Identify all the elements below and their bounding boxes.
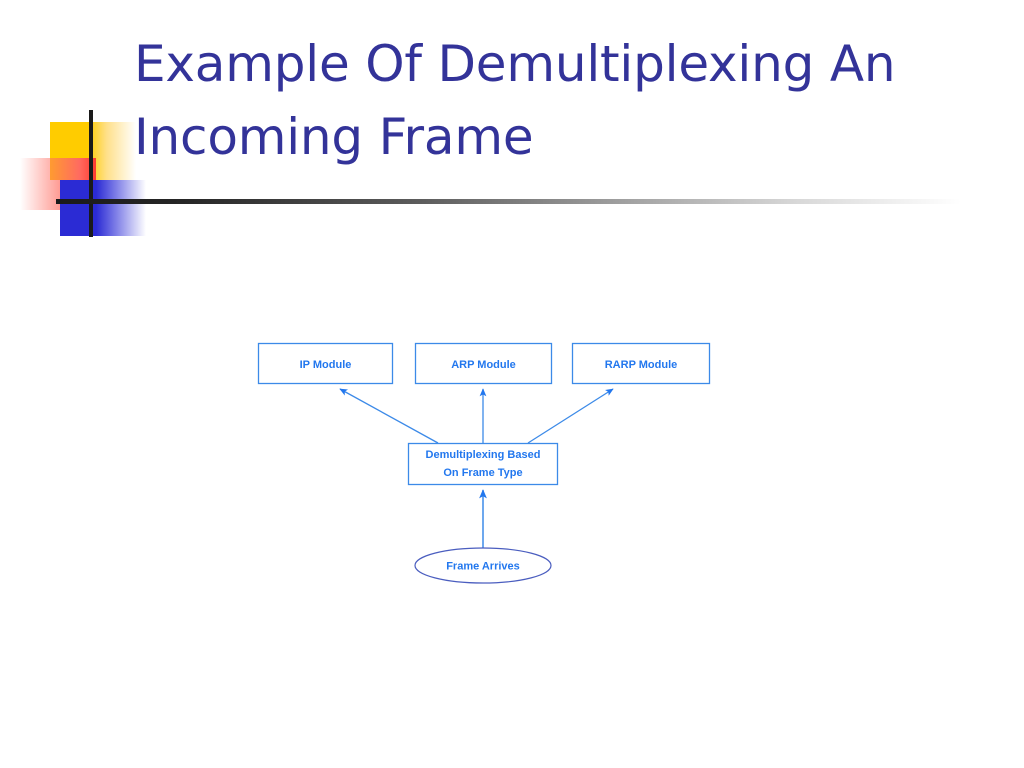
node-ip-module-label: IP Module [300,359,352,371]
node-rarp-module-label: RARP Module [605,359,678,371]
title-block: Example Of Demultiplexing An Incoming Fr… [134,28,994,174]
node-demultiplexing-label-line1: Demultiplexing Based [426,449,541,461]
node-rarp-module[interactable]: RARP Module [571,342,711,385]
node-demultiplexing[interactable]: Demultiplexing Based On Frame Type [407,442,559,486]
node-arp-module[interactable]: ARP Module [414,342,553,385]
node-ip-module[interactable]: IP Module [257,342,394,385]
node-demultiplexing-label-line2: On Frame Type [443,467,522,479]
edge-demux-to-ip [339,388,439,444]
node-frame-arrives-label: Frame Arrives [446,561,520,573]
node-arp-module-label: ARP Module [451,359,516,371]
edge-demux-to-rarp [527,388,614,444]
page-title: Example Of Demultiplexing An Incoming Fr… [134,35,912,166]
node-frame-arrives[interactable]: Frame Arrives [414,547,552,584]
